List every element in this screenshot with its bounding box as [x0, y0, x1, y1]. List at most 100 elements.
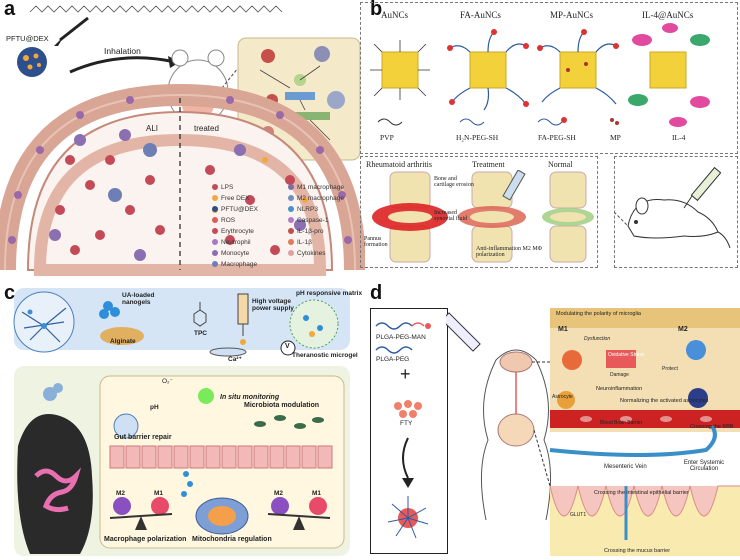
legend-item: IL-1β-pro [297, 228, 324, 235]
legend-mp: MP [610, 133, 621, 142]
legend-item: IL-1β [297, 239, 312, 246]
plga-peg-icon [375, 346, 413, 354]
macrophage-balance-left [109, 497, 173, 530]
nanocage-figures [370, 23, 710, 127]
aunc-cube-icon [370, 40, 430, 100]
ca-label: Ca²⁺ [228, 356, 242, 363]
damage-label: Damage [610, 372, 629, 378]
drug-label: PFTU@DEX [6, 34, 49, 43]
header-mp-aunc: MP-AuNCs [550, 10, 594, 20]
alginate-icon [100, 327, 144, 345]
microgel-label: Theranostic microgel [292, 352, 358, 359]
systemic-label: Enter Systemic Circulation [683, 460, 725, 472]
macrophage-balance-right [267, 497, 331, 530]
tpc-icon [193, 302, 207, 327]
legend-item: Free DEX [221, 195, 250, 202]
legend-item: Erythrocyte [221, 228, 254, 235]
legend-item: M1 macrophage [297, 184, 344, 191]
voltage-label: V [285, 343, 290, 350]
ua-nanogel-label: UA-loaded nanogels [122, 292, 155, 306]
microbiota-icons [254, 415, 324, 429]
joint-figures [372, 170, 594, 263]
panel-label-b: b [370, 0, 383, 20]
legend-item: Monocyte [221, 250, 250, 257]
annotation-erosion: Bone and cartilage erosion [434, 176, 474, 188]
voltage-icon [280, 340, 296, 356]
fa-peg-icon [537, 118, 563, 126]
treated-label: treated [194, 124, 219, 133]
legend-item: NLRP3 [297, 206, 318, 213]
microbiota-label: Microbiota modulation [244, 402, 320, 409]
header-aunc: AuNCs [381, 10, 409, 20]
legend-item: Neutrophil [221, 239, 251, 246]
poly2-label: PLGA-PEG [376, 356, 410, 363]
legend-il4: IL-4 [672, 133, 686, 142]
mesenteric-vein [549, 424, 717, 457]
glut-label: GLUT1 [570, 512, 587, 518]
mp-icon [610, 118, 614, 122]
microgel-particle [113, 413, 139, 439]
step3-label: Crossing the BBB [690, 424, 734, 430]
m2-left-label: M2 [116, 490, 126, 497]
legend-pvp: PVP [380, 133, 394, 142]
panel-a-figure [0, 5, 365, 276]
header-il4-aunc: IL-4@AuNCs [642, 10, 694, 20]
treatment-joint-icon [458, 170, 526, 263]
legend-item: Cytokines [297, 250, 326, 257]
nanoparticle-icon [17, 47, 47, 77]
legend-fa-peg: FA-PEG-SH [538, 133, 576, 142]
microgel-dose-icon [43, 387, 57, 401]
header-fa-aunc: FA-AuNCs [460, 10, 501, 20]
legend-item: LPS [221, 184, 234, 191]
bbb-band [550, 410, 740, 428]
syringe-icon [237, 293, 249, 325]
inhalation-label: Inhalation [104, 46, 141, 56]
legend-item: Caspase-1 [297, 217, 329, 224]
arrow-down-icon [402, 437, 409, 479]
macrophage-polarization-label: Macrophage polarization [104, 536, 187, 543]
il4-aunc-cube-icon [628, 23, 710, 108]
fty-icon [394, 400, 422, 418]
plga-peg-man-icon [375, 322, 413, 330]
panel-d-body-figure [446, 308, 740, 556]
o2-label: O₂⁻ [162, 378, 174, 385]
annotation-pannus: Pannus formation [364, 236, 388, 248]
legend-peg: H₂N-PEG-SH [456, 133, 499, 142]
mouse-body [17, 414, 93, 554]
m1-left-label: M1 [154, 490, 164, 497]
astrocyte-icons [557, 388, 708, 409]
panel-label-a: a [4, 0, 16, 20]
neuro-label: Neuroinflammation [596, 386, 643, 392]
pvp-icon [377, 118, 403, 126]
legend-item: M2 macrophage [297, 195, 344, 202]
panel-b-top-box [360, 2, 738, 154]
panel-c-bottom-figure [17, 375, 345, 554]
polymer-chain [29, 5, 283, 13]
microgel-icon [289, 299, 339, 349]
step4-label: Crossing the intestinal epithelial barri… [594, 490, 689, 496]
ph-label: pH [150, 404, 159, 411]
legend-item: Macrophage [221, 261, 258, 268]
microglia-icons [562, 340, 706, 370]
insitu-label: In situ monitoring [220, 394, 280, 401]
joint-title-ra: Rheumatoid arthritis [366, 160, 432, 169]
ph-matrix-label: pH responsive matrix [296, 290, 363, 297]
il4-icon [669, 117, 687, 127]
mouse-injection-figure [614, 166, 731, 249]
dysfunction-label: Dysfunction [584, 336, 611, 342]
legend-item: ROS [221, 217, 236, 224]
m1-right-label: M1 [312, 490, 322, 497]
panel-label-c: c [4, 282, 16, 304]
astrocyte-label: Astrocyte [552, 394, 573, 400]
step2-label: Normalizing the activated astrocytes [620, 398, 709, 404]
plus-label: + [400, 364, 411, 384]
m2-right-label: M2 [274, 490, 284, 497]
mouse-outline [627, 199, 719, 239]
oxidative-box [606, 350, 636, 368]
panel-b-joint-box [360, 156, 598, 268]
joint-title-normal: Normal [548, 160, 573, 169]
protect-label: Protect [662, 366, 678, 372]
legend-item: PFTU@DEX [221, 206, 258, 213]
collection-dish [209, 347, 247, 357]
normal-joint-icon [542, 171, 594, 263]
